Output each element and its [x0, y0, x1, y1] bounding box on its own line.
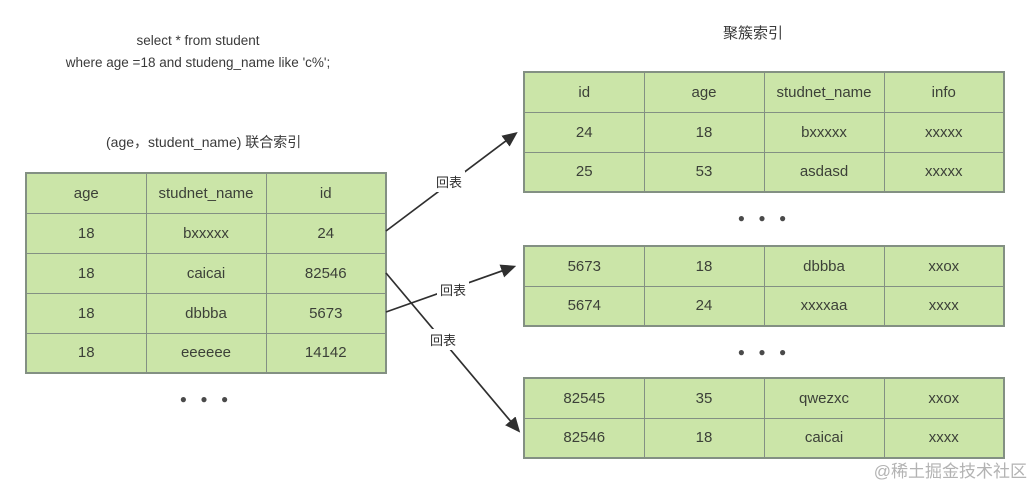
table-cell: id: [523, 71, 645, 113]
table-cell: 18: [643, 111, 765, 153]
table-cell: dbbba: [145, 292, 267, 334]
ellipsis-left: ● ● ●: [179, 392, 231, 406]
table-cell: 82545: [523, 377, 645, 419]
table-cell: 5673: [523, 245, 645, 287]
table-cell: 53: [643, 151, 765, 193]
back-to-table-label-3: 回表: [427, 329, 460, 350]
table-cell: xxxx: [883, 285, 1005, 327]
table-cell: 35: [643, 377, 765, 419]
table-cell: caicai: [145, 252, 267, 294]
table-cell: 24: [643, 285, 765, 327]
table-cell: xxxxx: [883, 151, 1005, 193]
table-cell: 25: [523, 151, 645, 193]
table-cell: 82546: [523, 417, 645, 459]
table-cell: 24: [265, 212, 387, 254]
ellipsis-right-1: ● ● ●: [737, 211, 789, 225]
table-cell: xxxxx: [883, 111, 1005, 153]
table-cell: bxxxxx: [145, 212, 267, 254]
table-cell: xxxx: [883, 417, 1005, 459]
table-cell: 18: [25, 212, 147, 254]
table-cell: eeeeee: [145, 332, 267, 374]
watermark: @稀土掘金技术社区: [873, 462, 1027, 481]
table-cell: 82546: [265, 252, 387, 294]
table-cell: dbbba: [763, 245, 885, 287]
table-cell: 18: [25, 292, 147, 334]
table-cell: 18: [25, 332, 147, 374]
table-cell: studnet_name: [145, 172, 267, 214]
table-cell: age: [25, 172, 147, 214]
table-cell: info: [883, 71, 1005, 113]
sql-line-1: select * from student: [136, 33, 260, 48]
sql-query: select * from student where age =18 and …: [37, 30, 359, 75]
table-cell: age: [643, 71, 765, 113]
clustered-index-label: 聚簇索引: [723, 25, 784, 42]
table-cell: studnet_name: [763, 71, 885, 113]
table-cell: 24: [523, 111, 645, 153]
table-cell: 5673: [265, 292, 387, 334]
table-cell: id: [265, 172, 387, 214]
table-cell: qwezxc: [763, 377, 885, 419]
table-cell: 5674: [523, 285, 645, 327]
table-cell: xxox: [883, 245, 1005, 287]
table-cell: xxox: [883, 377, 1005, 419]
composite-index-label: (age，student_name) 联合索引: [106, 134, 302, 150]
table-cell: caicai: [763, 417, 885, 459]
table-cell: bxxxxx: [763, 111, 885, 153]
table-cell: 18: [25, 252, 147, 294]
table-cell: 18: [643, 245, 765, 287]
ellipsis-right-2: ● ● ●: [737, 345, 789, 359]
back-to-table-label-1: 回表: [433, 171, 466, 192]
back-to-table-label-2: 回表: [437, 279, 470, 300]
table-cell: asdasd: [763, 151, 885, 193]
sql-line-2: where age =18 and studeng_name like 'c%'…: [65, 55, 331, 71]
table-cell: 18: [643, 417, 765, 459]
table-cell: 14142: [265, 332, 387, 374]
table-cell: xxxxaa: [763, 285, 885, 327]
